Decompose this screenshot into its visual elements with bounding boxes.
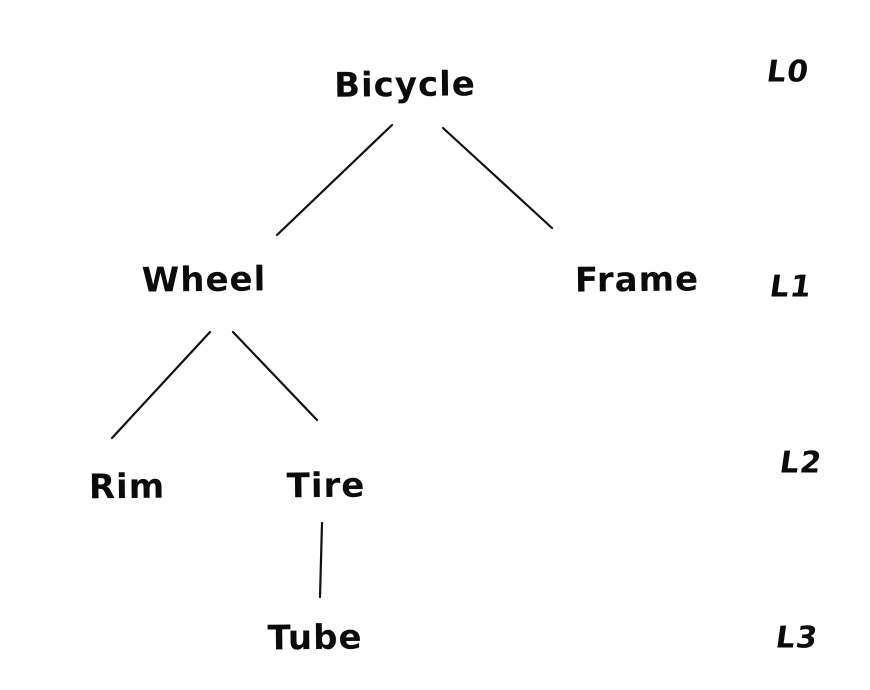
tree-node-bicycle: Bicycle bbox=[333, 64, 477, 106]
level-label-l0: L0 bbox=[764, 54, 812, 90]
edge-wheel-tire bbox=[231, 330, 319, 422]
level-label-l1: L1 bbox=[767, 269, 815, 305]
edge-bicycle-wheel bbox=[275, 123, 394, 237]
level-label-l2: L2 bbox=[777, 445, 825, 481]
level-label-l3: L3 bbox=[773, 620, 821, 656]
tree-node-frame: Frame bbox=[574, 259, 700, 301]
tree-node-tube: Tube bbox=[267, 617, 363, 659]
tree-node-tire: Tire bbox=[286, 465, 366, 507]
tree-node-wheel: Wheel bbox=[141, 259, 267, 301]
edge-wheel-rim bbox=[110, 330, 212, 440]
edge-bicycle-frame bbox=[441, 126, 554, 230]
tree-node-rim: Rim bbox=[88, 466, 166, 508]
edge-tire-tube bbox=[318, 521, 324, 599]
